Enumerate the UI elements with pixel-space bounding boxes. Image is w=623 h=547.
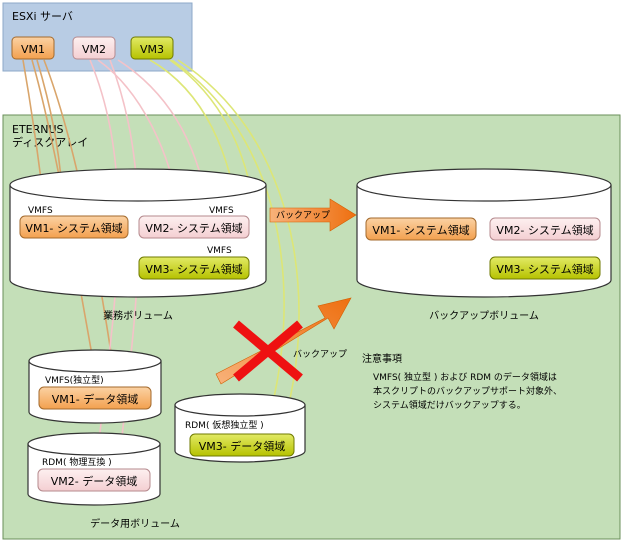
rdm-physical-cylinder: RDM( 物理互換 ) VM2- データ領域 データ用ボリューム [27,432,180,530]
rdm-physical-tag: RDM( 物理互換 ) [42,456,112,468]
business-vmfs-tag-3: VMFS [207,246,232,256]
vm1-box[interactable] [11,36,55,60]
eternus-title-line1: ETERNUS [12,123,64,136]
rdm-virtual-tag: RDM( 仮想独立型 ) [185,419,264,431]
vm2-label: VM2 [82,43,106,56]
eternus-title-line2: ディスクアレイ [12,135,88,149]
business-volume-caption: 業務ボリューム [103,309,173,322]
note-line-2: 本スクリプトのバックアップサポート対象外、 [373,385,562,397]
business-volume-cylinder: VMFS VMFS VMFS VM1- システム領域 VM2- システム領域 V… [9,168,267,322]
backup-ok-arrow: バックアップ [269,198,357,232]
vm2-data-label: VM2- データ領域 [51,474,137,488]
vm1-data-label: VM1- データ領域 [52,392,138,406]
vm2-data-box [37,468,151,492]
backup-vm2-system-box [489,217,601,241]
business-vm1-system-box [19,215,129,239]
backup-vm3-system-box [489,256,601,280]
note-line-1: VMFS( 独立型 ) および RDM のデータ領域は [373,371,557,383]
backup-volume-cylinder: VM1- システム領域 VM2- システム領域 VM3- システム領域 バックア… [356,168,612,322]
backup-volume-caption: バックアップボリューム [429,310,539,322]
vm2-box[interactable] [72,36,116,60]
vm3-box[interactable] [130,36,174,60]
note-title: 注意事項 [362,352,402,365]
backup-vm1-system-label: VM1- システム領域 [372,223,469,237]
note-block: 注意事項 VMFS( 独立型 ) および RDM のデータ領域は 本スクリプトの… [362,352,562,411]
esxi-title: ESXi サーバ [12,10,73,23]
vm3-data-line-b [177,59,300,441]
rdm-virtual-cylinder: RDM( 仮想独立型 ) VM3- データ領域 [174,393,306,463]
business-vm3-system-box [138,256,250,280]
vm-boxes: VM1 VM2 VM3 [11,36,174,60]
backup-vm2-system-label: VM2- システム領域 [496,223,593,237]
vm1-label: VM1 [21,43,45,56]
note-line-3: システム領域だけバックアップする。 [373,399,526,411]
cross-mark-icon [233,320,303,382]
vmfs-independent-cylinder: VMFS(独立型) VM1- データ領域 [28,349,162,424]
business-vm1-system-label: VM1- システム領域 [25,221,122,235]
business-vm2-system-box [138,215,250,239]
business-vm2-system-label: VM2- システム領域 [145,221,242,235]
business-vmfs-tag-1: VMFS [28,206,53,216]
backup-ok-label: バックアップ [276,210,330,221]
vm1-data-box [38,386,152,410]
vm3-data-line-a [171,59,285,441]
business-vm3-system-label: VM3- システム領域 [145,262,242,276]
backup-ng-label: バックアップ [293,349,347,360]
data-volume-caption: データ用ボリューム [90,517,180,530]
vm3-data-label: VM3- データ領域 [199,439,285,453]
backup-ng-arrow: バックアップ [215,297,352,385]
backup-vm1-system-box [365,217,477,241]
business-vmfs-tag-2: VMFS [209,206,234,216]
vmfs-independent-tag: VMFS(独立型) [45,374,104,386]
vm3-data-box [189,433,295,457]
backup-vm3-system-label: VM3- システム領域 [496,262,593,276]
vm3-label: VM3 [140,43,164,56]
